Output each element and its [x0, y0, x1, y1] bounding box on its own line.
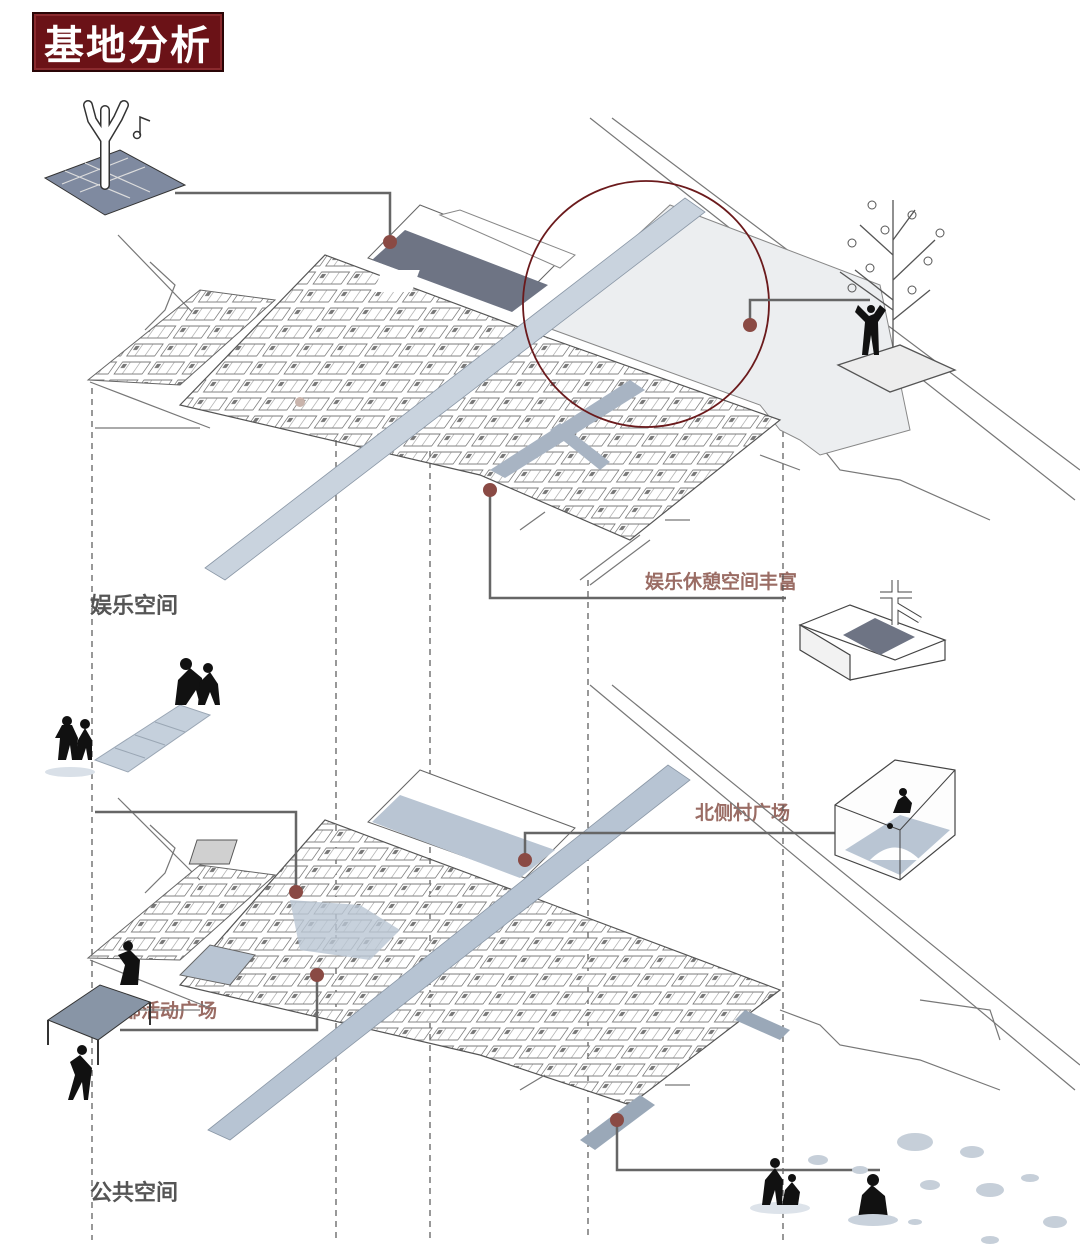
music-note-icon: [132, 115, 151, 140]
fruit-tree-icon: [836, 200, 957, 393]
family-group-icon: [750, 1158, 898, 1226]
highlight-circle: [522, 180, 770, 428]
hopscotch-group-icon: [45, 658, 220, 777]
bench-figure-icon: [798, 580, 947, 682]
pond-circles-icon: [808, 1133, 1067, 1244]
section-label-public: 公共空间: [90, 1180, 179, 1206]
soccer-box-icon: [834, 759, 956, 881]
person-cheering-icon: [855, 305, 886, 355]
marker-dot: [518, 853, 532, 867]
ping-pong-table-icon: [46, 941, 152, 1100]
marker-dot: [383, 235, 397, 249]
page-title: 基地分析: [32, 12, 224, 72]
marker-dot: [483, 483, 497, 497]
section-label-entertainment: 娱乐空间: [90, 593, 179, 619]
marker-dot: [610, 1113, 624, 1127]
callout-leisure-rich: 娱乐休憩空间丰富: [645, 571, 798, 593]
marker-dot: [295, 397, 305, 407]
tree-figure-icon: [43, 100, 187, 216]
marker-dot: [743, 318, 757, 332]
lower-site-plan: [86, 684, 1080, 1172]
marker-dot: [310, 968, 324, 982]
marker-dot: [289, 885, 303, 899]
upper-site-plan: [86, 117, 1080, 600]
